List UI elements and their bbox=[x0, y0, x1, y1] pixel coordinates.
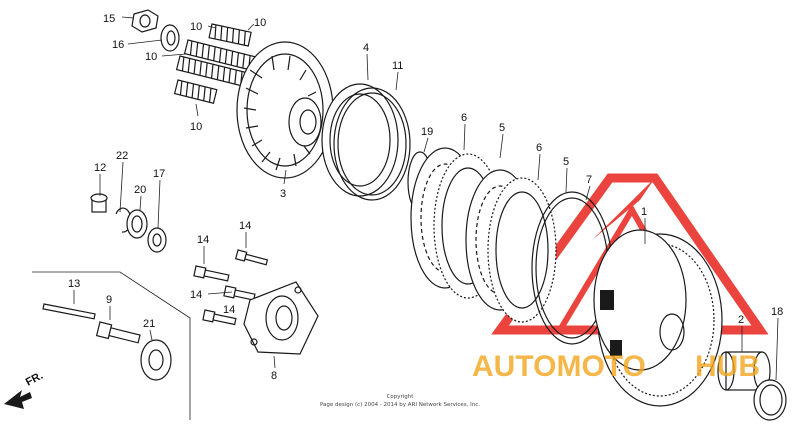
callout-2: 2 bbox=[738, 314, 744, 326]
watermark-left: AUTOMOTO bbox=[472, 350, 646, 383]
callout-14-b: 14 bbox=[197, 234, 209, 246]
lifter-plate-8 bbox=[243, 281, 319, 355]
callout-21: 21 bbox=[143, 318, 155, 330]
callout-16: 16 bbox=[112, 39, 124, 51]
bearing-20 bbox=[126, 209, 148, 239]
callout-12: 12 bbox=[94, 162, 106, 174]
callout-10-b: 10 bbox=[254, 17, 266, 29]
callout-4: 4 bbox=[363, 42, 369, 54]
copyright-line1: Copyright bbox=[387, 394, 415, 400]
callout-17: 17 bbox=[153, 168, 165, 180]
watermark-right: HUB bbox=[695, 350, 760, 383]
callout-22: 22 bbox=[116, 150, 128, 162]
callout-7: 7 bbox=[586, 174, 592, 186]
direction-arrow-icon bbox=[4, 390, 32, 409]
callout-13: 13 bbox=[68, 278, 80, 290]
callout-5-b: 5 bbox=[563, 156, 569, 168]
plate-5b bbox=[487, 177, 557, 323]
springs-10 bbox=[173, 23, 259, 104]
callout-18: 18 bbox=[771, 306, 783, 318]
callout-15: 15 bbox=[103, 13, 115, 25]
callout-labels: 15 16 10 10 10 10 4 11 3 19 6 5 6 5 7 1 … bbox=[68, 13, 783, 382]
ring-4 bbox=[321, 83, 399, 197]
direction-label: FR. bbox=[24, 370, 45, 389]
nut-15 bbox=[131, 9, 159, 33]
callout-11: 11 bbox=[392, 60, 403, 72]
snap-ring-11 bbox=[333, 87, 411, 201]
callout-3: 3 bbox=[280, 188, 286, 200]
callout-5-a: 5 bbox=[499, 122, 505, 134]
callout-19: 19 bbox=[421, 126, 433, 138]
washer-18 bbox=[753, 379, 787, 421]
callout-10-a: 10 bbox=[190, 21, 202, 33]
copyright-line2: Page design (c) 2004 - 2014 by ARI Netwo… bbox=[320, 402, 480, 408]
rod-13 bbox=[42, 303, 96, 320]
callout-20: 20 bbox=[134, 184, 146, 196]
callout-1: 1 bbox=[641, 206, 647, 218]
piece-9 bbox=[95, 321, 141, 344]
callout-10-c: 10 bbox=[145, 51, 157, 63]
callout-6-b: 6 bbox=[536, 142, 542, 154]
callout-10-d: 10 bbox=[190, 121, 202, 133]
callout-6-a: 6 bbox=[461, 112, 467, 124]
clutch-center-3 bbox=[236, 41, 334, 179]
watermark-text: AUTOMOTO HUB bbox=[472, 350, 760, 383]
callout-8: 8 bbox=[271, 370, 277, 382]
bearing-21 bbox=[140, 339, 172, 381]
copyright-notice: Copyright Page design (c) 2004 - 2014 by… bbox=[320, 394, 480, 408]
front-direction-indicator: FR. bbox=[4, 370, 45, 409]
leader-lines bbox=[73, 16, 779, 381]
bolt-12 bbox=[90, 193, 108, 213]
washer-16 bbox=[160, 24, 180, 52]
boundary-lines bbox=[32, 271, 191, 420]
callout-14-c: 14 bbox=[190, 289, 202, 301]
callout-14-d: 14 bbox=[223, 304, 235, 316]
callout-9: 9 bbox=[106, 294, 112, 306]
callout-14-a: 14 bbox=[239, 220, 251, 232]
clutch-outer-1 bbox=[593, 229, 723, 407]
washer-17 bbox=[147, 227, 167, 253]
